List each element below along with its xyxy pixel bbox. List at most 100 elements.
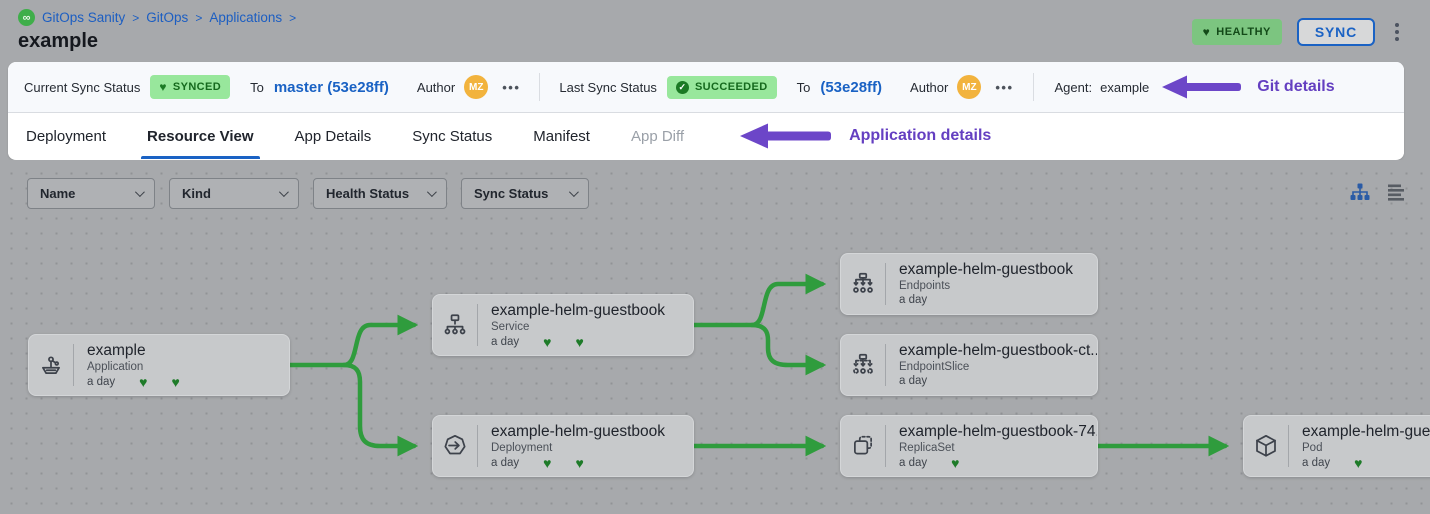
chevron-down-icon [426,187,437,198]
tab-app-details[interactable]: App Details [294,127,372,145]
resource-node-pod[interactable]: example-helm-guest Pod a day ♥ [1243,415,1430,477]
tab-deployment[interactable]: Deployment [26,127,107,145]
node-title: example [87,342,146,359]
breadcrumb: ∞ GitOps Sanity > GitOps > Applications … [18,9,296,26]
resource-node-deployment[interactable]: example-helm-guestbook Deployment a day … [432,415,694,477]
filter-label: Sync Status [474,186,549,201]
filter-name-dropdown[interactable]: Name [27,178,155,209]
resource-node-service[interactable]: example-helm-guestbook Service a day ♥ ♥ [432,294,694,356]
node-title: example-helm-guestbook-74... [899,423,1097,440]
author-avatar[interactable]: MZ [464,75,489,99]
health-heart-icon: ♥ [171,374,180,390]
commit-details-ellipsis[interactable]: ••• [502,79,521,95]
list-view-toggle-icon[interactable] [1386,182,1406,202]
breadcrumb-gitops[interactable]: GitOps [146,10,189,25]
tab-manifest[interactable]: Manifest [533,127,590,145]
filter-label: Name [40,186,76,201]
node-kind: Deployment [491,442,553,454]
breadcrumb-separator: > [132,10,140,25]
page-title: example [18,30,99,52]
node-age: a day [87,376,116,388]
application-details-annotation-text: Application details [849,127,992,144]
to-label: To [250,79,264,95]
node-title: example-helm-guestbook [491,423,666,440]
resource-node-replicaset[interactable]: example-helm-guestbook-74... ReplicaSet … [840,415,1098,477]
agent-value: example [1100,79,1150,95]
application-details-annotation: Application details [739,113,991,159]
filter-bar: Name Kind Health Status Sync Status [27,178,589,209]
health-heart-icon: ♥ [575,334,584,350]
health-badge-label: HEALTHY [1216,26,1271,38]
node-age: a day [491,457,520,469]
last-revision-link[interactable]: (53e28ff) [820,78,883,96]
resource-tree-canvas: Name Kind Health Status Sync Status [0,160,1430,514]
sync-status-bar: Current Sync Status ♥ SYNCED To master (… [8,62,1404,113]
tree-view-toggle-icon[interactable] [1350,182,1370,202]
author-avatar[interactable]: MZ [957,75,982,99]
deployment-icon [433,425,478,467]
node-title: example-helm-guestbook-ct... [899,342,1097,359]
page-header: ∞ GitOps Sanity > GitOps > Applications … [0,0,1430,62]
git-details-annotation: Git details [1161,74,1335,100]
last-sync-status-label: Last Sync Status [559,79,657,95]
pod-icon [1244,425,1289,467]
breadcrumb-applications[interactable]: Applications [209,10,283,25]
tab-sync-status[interactable]: Sync Status [412,127,493,145]
filter-label: Kind [182,186,211,201]
current-revision-link[interactable]: master (53e28ff) [273,78,389,96]
to-label: To [796,79,811,95]
app-tabs: Deployment Resource View App Details Syn… [8,113,1404,159]
node-kind: Service [491,321,530,333]
heart-icon: ♥ [159,80,167,94]
app-details-panel: Current Sync Status ♥ SYNCED To master (… [8,62,1404,160]
endpointslice-icon [841,344,886,386]
chevron-down-icon [278,187,289,198]
more-actions-kebab-icon[interactable] [1390,20,1404,44]
check-icon: ✓ [675,80,689,94]
synced-badge-label: SYNCED [172,81,222,93]
left-arrow-icon [740,123,832,149]
service-icon [433,304,478,346]
heart-icon: ♥ [1202,25,1211,39]
health-heart-icon: ♥ [575,455,584,471]
node-kind: EndpointSlice [899,361,970,373]
health-heart-icon: ♥ [543,455,552,471]
chevron-down-icon [568,187,579,198]
health-heart-icon: ♥ [951,455,960,471]
breadcrumb-separator: > [195,10,203,25]
resource-node-endpoints[interactable]: example-helm-guestbook Endpoints a day [840,253,1098,315]
health-status-badge: ♥ HEALTHY [1191,19,1282,45]
agent-label: Agent: [1054,79,1093,95]
tab-app-diff[interactable]: App Diff [630,127,685,145]
breadcrumb-gitops-sanity[interactable]: GitOps Sanity [42,10,126,25]
gitops-logo-icon: ∞ [18,9,35,26]
filter-health-status-dropdown[interactable]: Health Status [313,178,447,209]
filter-label: Health Status [326,186,410,201]
divider [539,73,541,101]
health-heart-icon: ♥ [543,334,552,350]
filter-sync-status-dropdown[interactable]: Sync Status [461,178,589,209]
resource-node-endpointslice[interactable]: example-helm-guestbook-ct... EndpointSli… [840,334,1098,396]
health-heart-icon: ♥ [1354,455,1363,471]
author-label: Author [416,79,456,95]
resource-node-application[interactable]: example Application a day ♥ ♥ [28,334,290,396]
node-age: a day [491,336,520,348]
node-title: example-helm-guestbook [899,261,1074,278]
replicaset-icon [841,425,886,467]
application-icon [29,344,74,386]
left-arrow-icon [1162,75,1242,99]
filter-kind-dropdown[interactable]: Kind [169,178,299,209]
breadcrumb-separator: > [289,10,297,25]
node-kind: Endpoints [899,280,951,292]
tab-resource-view[interactable]: Resource View [141,113,260,159]
commit-details-ellipsis[interactable]: ••• [995,79,1014,95]
succeeded-badge-label: SUCCEEDED [694,81,768,93]
synced-badge: ♥ SYNCED [150,75,231,99]
node-kind: ReplicaSet [899,442,955,454]
node-title: example-helm-guest [1302,423,1430,440]
node-title: example-helm-guestbook [491,302,666,319]
sync-button[interactable]: SYNC [1296,18,1375,46]
endpoints-icon [841,263,886,305]
git-details-annotation-text: Git details [1257,78,1335,95]
node-age: a day [1302,457,1331,469]
